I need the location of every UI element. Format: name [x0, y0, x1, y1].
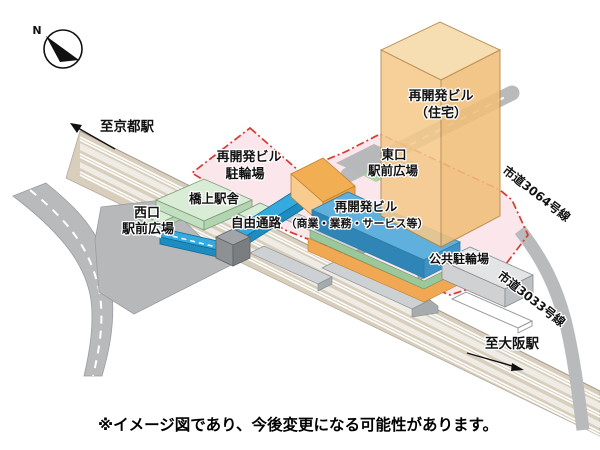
commercial-label-line2: （商業・業務・サービス等）	[286, 216, 429, 230]
compass-north-label: N	[32, 24, 41, 37]
to-osaka-arrow	[466, 352, 524, 371]
compass: N	[31, 23, 83, 69]
residential-tower	[379, 21, 502, 248]
west-plaza-label-line1: 西口	[134, 206, 160, 221]
to-osaka-label: 至大阪駅	[485, 335, 539, 352]
to-kyoto-arrow	[70, 123, 116, 150]
west-road-centerline	[29, 189, 103, 377]
commercial-label-line1: 再開発ビル	[335, 199, 398, 214]
free-passage-label: 自由通路	[231, 215, 282, 230]
west-plaza-label-line2: 駅前広場	[121, 221, 174, 237]
rail-light-strip	[80, 162, 600, 428]
tower-label-line2: （住宅）	[415, 105, 467, 121]
tower-label-line1: 再開発ビル	[408, 88, 473, 104]
city-road-3033	[514, 225, 590, 431]
to-kyoto-label: 至京都駅	[100, 118, 154, 135]
compass-needle-icon	[46, 36, 79, 62]
walkway-stair-tower	[215, 228, 251, 267]
east-plaza-label-line1: 東口	[381, 147, 406, 162]
public-bicycle-parking	[441, 246, 534, 308]
east-plaza-label-line2: 駅前広場	[367, 163, 419, 178]
bridge-station-label: 橋上駅舎	[189, 191, 240, 206]
district-boundary-line	[190, 126, 529, 296]
redev-parking-label-line1: 再開発ビル	[216, 149, 281, 165]
redev-parking-label-line2: 駐輪場	[225, 166, 264, 182]
platform-outline-future	[450, 291, 534, 334]
disclaimer-caption: ※イメージ図であり、今後変更になる可能性があります。	[98, 415, 498, 434]
public-parking-label: 公共駐輪場	[429, 251, 489, 266]
